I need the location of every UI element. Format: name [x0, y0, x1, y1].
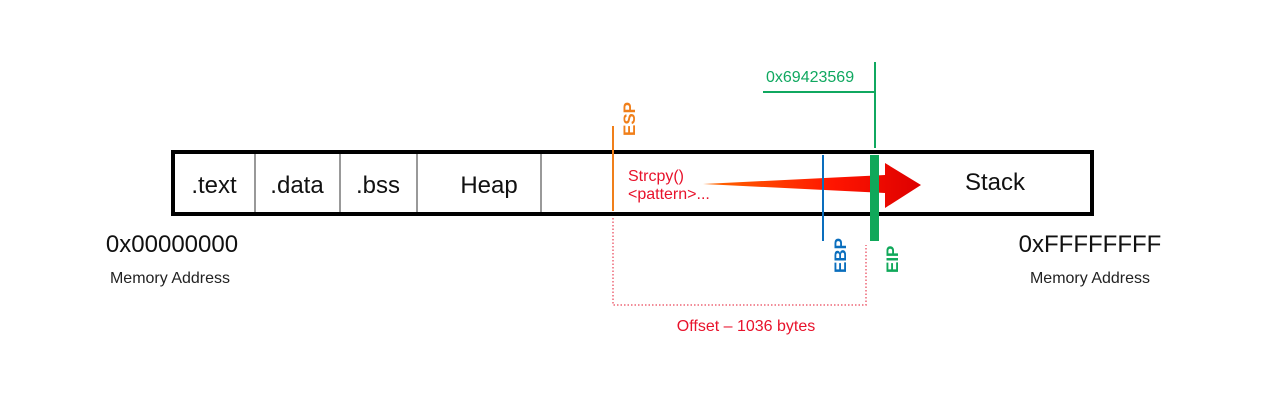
segment-stack: Stack	[965, 169, 1026, 196]
segment-heap: Heap	[460, 172, 517, 199]
eip-bar	[870, 155, 879, 241]
memory-bar	[171, 150, 1094, 216]
ebp-label: EBP	[831, 238, 850, 273]
segment-bss: .bss	[356, 172, 400, 199]
esp-label: ESP	[620, 102, 639, 136]
address-low: 0x00000000	[106, 231, 238, 258]
address-high-caption: Memory Address	[1030, 270, 1150, 287]
eip-value: 0x69423569	[766, 69, 854, 86]
offset-label: Offset – 1036 bytes	[677, 318, 815, 335]
pattern-label: <pattern>...	[628, 186, 710, 203]
strcpy-label: Strcpy()	[628, 168, 684, 185]
segment-text: .text	[191, 172, 237, 199]
eip-label: EIP	[883, 246, 902, 273]
address-high: 0xFFFFFFFF	[1019, 231, 1162, 258]
overflow-arrow	[703, 163, 921, 208]
segment-data: .data	[270, 172, 324, 199]
offset-bracket	[612, 218, 867, 306]
address-low-caption: Memory Address	[110, 270, 230, 287]
